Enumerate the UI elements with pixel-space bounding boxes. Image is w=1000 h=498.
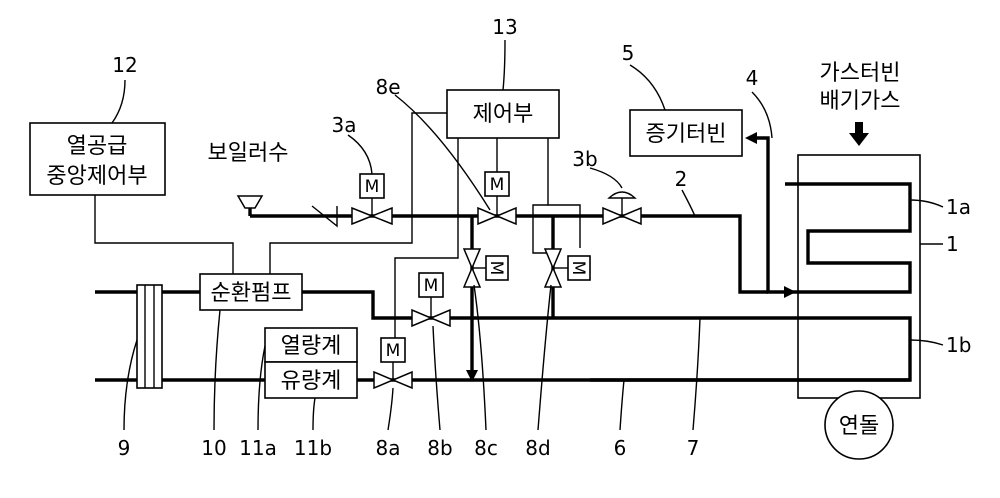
valve-8a-right [393, 372, 412, 388]
leader-9 [124, 340, 137, 430]
valve-8d [545, 249, 561, 268]
ref-7: 7 [687, 436, 700, 460]
leader-8a [388, 388, 393, 430]
calorimeter-label: 열량계 [281, 334, 342, 359]
ref-8b: 8b [427, 436, 452, 460]
valve-8e [478, 208, 497, 224]
valve-8b-right [431, 310, 450, 326]
valve-3a [352, 208, 372, 224]
svg-text:M: M [568, 261, 588, 276]
valve-8c [464, 249, 480, 268]
valve-3b-actuator-icon [609, 192, 635, 198]
circulation-pump-label: 순환펌프 [211, 281, 292, 306]
valve-8d-bottom [545, 268, 561, 287]
steam-turbine-label: 증기터빈 [646, 122, 727, 147]
signal-line-right [533, 138, 553, 253]
motor-8b: M [419, 273, 443, 318]
valve-3a-right [372, 208, 392, 224]
leader-2 [682, 190, 695, 216]
ref-11a: 11a [239, 436, 277, 460]
pipe-2-feedwater [250, 216, 768, 292]
valve-8c-bottom [464, 268, 480, 287]
stack-label: 연돌 [839, 414, 879, 439]
central-control-label-line1: 열공급 [67, 134, 128, 159]
svg-text:M: M [386, 341, 401, 361]
valve-8e-right [497, 208, 516, 224]
boiler-water-label: 보일러수 [208, 141, 289, 166]
valve-3b-right [622, 208, 641, 224]
leader-12 [112, 80, 125, 123]
ref-9: 9 [118, 436, 131, 460]
ref-1: 1 [946, 232, 959, 256]
signal-line-controller-to-pump [270, 113, 447, 274]
ref-4: 4 [746, 66, 759, 90]
ref-11b: 11b [294, 436, 332, 460]
valve-8b [412, 310, 431, 326]
ref-10: 10 [201, 436, 226, 460]
leader-11b [313, 398, 315, 430]
svg-text:M: M [490, 175, 505, 195]
steam-outlet-arrow-icon [745, 132, 757, 144]
leader-8b [433, 326, 440, 430]
ref-5: 5 [622, 41, 635, 65]
ref-12: 12 [112, 53, 137, 77]
ref-8d: 8d [525, 436, 550, 460]
motor-8e: M [485, 172, 509, 216]
svg-text:M: M [365, 177, 380, 197]
leader-5 [630, 65, 665, 110]
leader-3b [590, 168, 622, 188]
leader-13 [503, 40, 505, 90]
gas-turbine-exhaust-label-line1: 가스터빈 [820, 61, 901, 86]
ref-2: 2 [675, 167, 688, 191]
leader-4 [752, 92, 772, 138]
controller-label: 제어부 [473, 102, 534, 127]
motor-8a: M [381, 338, 405, 380]
gas-turbine-exhaust-label-line2: 배기가스 [820, 89, 901, 114]
leader-6 [620, 380, 624, 430]
leader-7 [693, 318, 700, 430]
ref-1b: 1b [946, 333, 971, 357]
hrsg-casing [798, 155, 920, 398]
exhaust-inflow-arrow-icon [849, 122, 869, 146]
ref-8a: 8a [376, 436, 401, 460]
motor-3a: M [360, 174, 384, 216]
valve-3b [603, 208, 622, 224]
svg-text:M: M [486, 261, 506, 276]
heat-exchanger-9 [137, 285, 162, 388]
motor-8d: M [553, 256, 590, 280]
leader-10 [214, 310, 220, 430]
ref-13: 13 [492, 15, 517, 39]
boiler-water-inlet-icon [238, 196, 262, 208]
valve-8a [374, 372, 393, 388]
svg-text:M: M [424, 276, 439, 296]
signal-line-central-to-pump [95, 195, 233, 274]
coil-inlet-arrow-icon [784, 286, 796, 298]
ref-8e: 8e [375, 75, 400, 99]
signal-line-to-motor-8b [395, 138, 458, 338]
ref-3a: 3a [332, 113, 357, 137]
ref-8c: 8c [474, 436, 498, 460]
leader-3a [348, 135, 372, 174]
leader-8c [474, 285, 486, 430]
central-control-label-line2: 중앙제어부 [46, 164, 147, 189]
leader-11a [258, 346, 265, 430]
ref-3b: 3b [572, 147, 597, 171]
ref-1a: 1a [946, 195, 971, 219]
ref-6: 6 [614, 436, 627, 460]
motor-8c: M [472, 256, 508, 280]
leader-8d [538, 285, 551, 430]
flowmeter-label: 유량계 [281, 369, 342, 394]
